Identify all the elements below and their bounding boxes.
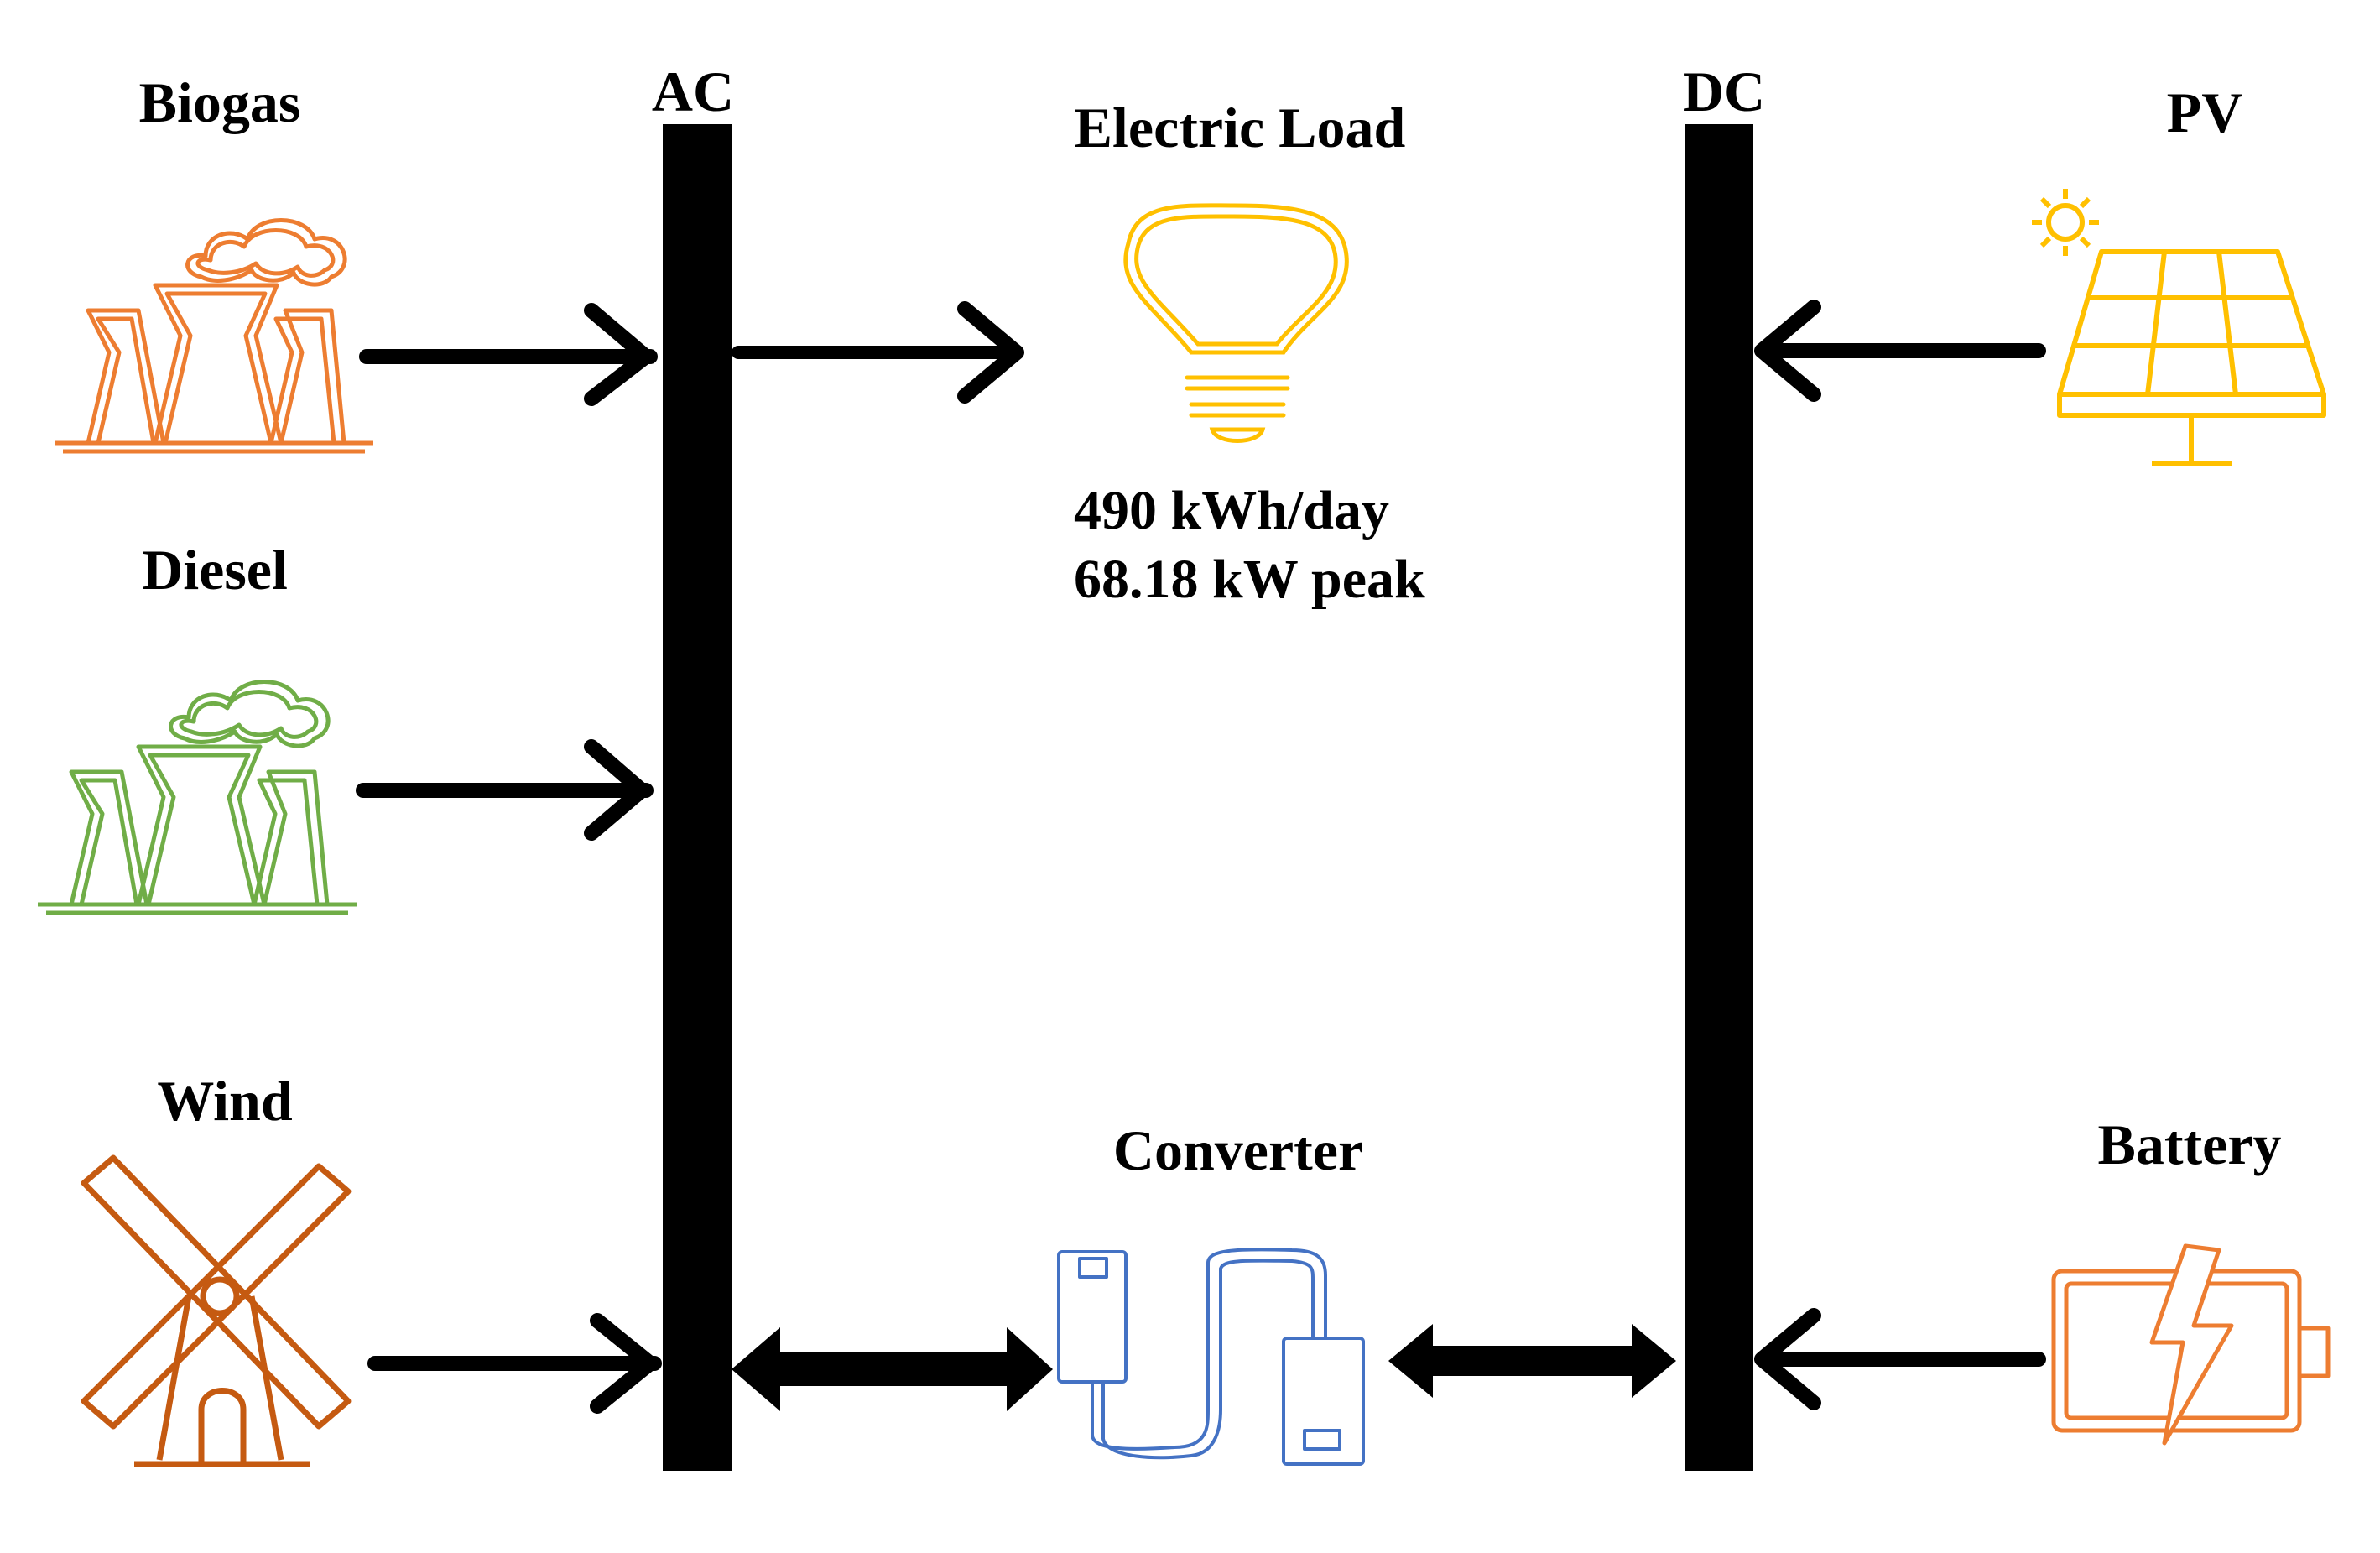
converter-label: Converter [1112,1118,1364,1182]
diesel-plant-icon [38,682,357,914]
ac-to-load-arrow [732,301,1024,404]
biogas-to-ac-arrow [359,303,658,406]
load-title: Electric Load [1074,96,1406,159]
battery-charging-icon [2051,1243,2331,1446]
battery-to-dc-arrow [1754,1308,2046,1410]
ac-bus-bar [663,124,732,1471]
ac-bus-label: AC [651,60,735,123]
usb-cable-icon [1057,1248,1365,1466]
diesel-to-ac-arrow [356,739,654,841]
biogas-label: Biogas [138,70,301,134]
wind-label: Wind [157,1069,293,1133]
dc-bus-label: DC [1682,60,1766,123]
pv-label: PV [2166,81,2243,144]
load-peak-power: 68.18 kW peak [1074,549,1425,610]
light-bulb-icon [1123,203,1349,443]
wind-to-ac-arrow [367,1313,662,1414]
solar-panel-icon [2032,189,2326,466]
biogas-plant-icon [55,221,373,452]
diesel-label: Diesel [142,538,288,602]
dc-bus-bar [1685,124,1753,1471]
load-stats: 490 kWh/day 68.18 kW peak [1074,477,1425,614]
converter-dc-bidirectional-arrow [1388,1324,1676,1398]
load-daily-energy: 490 kWh/day [1074,480,1389,541]
battery-label: Battery [2097,1113,2282,1176]
ac-converter-bidirectional-arrow [732,1327,1053,1411]
windmill-icon [81,1154,352,1467]
pv-to-dc-arrow [1754,300,2046,402]
